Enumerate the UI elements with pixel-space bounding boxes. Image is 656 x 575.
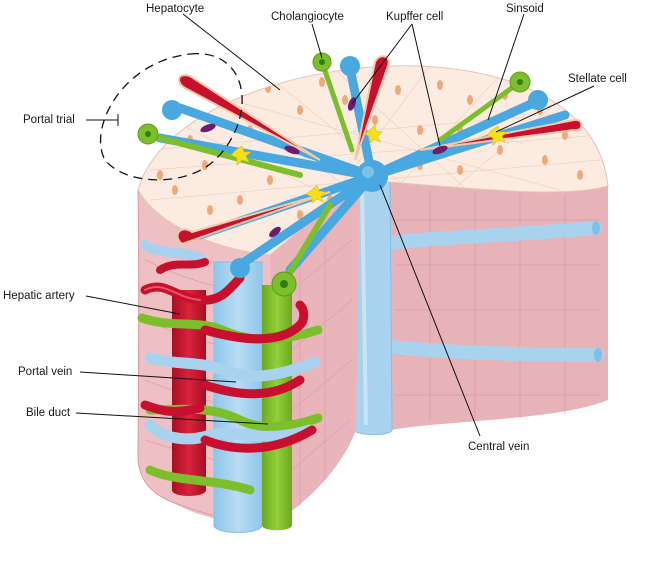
front-branches	[137, 240, 323, 495]
hepatic-artery-branches	[176, 55, 583, 246]
label-cholangiocyte: Cholangiocyte	[271, 11, 344, 23]
stellate-cells	[230, 124, 508, 204]
label-bile-duct: Bile duct	[26, 407, 71, 419]
label-portal-vein: Portal vein	[18, 366, 72, 378]
label-stellate-cell: Stellate cell	[568, 73, 627, 85]
central-vein-column	[353, 179, 393, 435]
bile-duct-column	[262, 285, 292, 531]
label-central-vein: Central vein	[468, 441, 529, 453]
labels: Hepatocyte Cholangiocyte Kupffer cell Si…	[3, 3, 627, 453]
hepatic-artery-column	[172, 290, 206, 496]
lobule-top-surface	[137, 52, 609, 297]
label-portal-triad: Portal trial	[23, 114, 75, 126]
bile-duct-branches	[145, 59, 523, 285]
label-kupffer-cell: Kupffer cell	[386, 11, 443, 23]
kupffer-cells	[200, 97, 448, 238]
leader-lines	[75, 13, 595, 437]
portal-triad-outline	[100, 53, 243, 181]
label-sinusoid: Sinsoid	[506, 3, 544, 15]
label-hepatic-artery: Hepatic artery	[3, 290, 75, 302]
right-tissue-block	[309, 180, 608, 430]
label-hepatocyte: Hepatocyte	[146, 3, 204, 15]
